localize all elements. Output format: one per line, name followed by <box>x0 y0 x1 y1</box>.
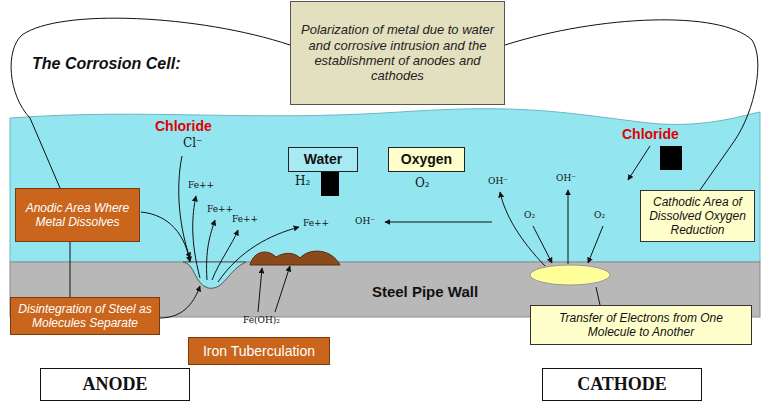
bracket-line <box>505 20 758 190</box>
compound-label: Fe(OH)₂ <box>243 315 280 325</box>
ion-label: O₂ <box>415 176 430 190</box>
chemical-label: Chloride <box>155 118 212 134</box>
ion-arrow <box>533 226 552 263</box>
node-text: Steel Pipe Wall <box>372 283 478 301</box>
ion-arrow <box>500 192 545 266</box>
cathodic-spot <box>530 265 610 285</box>
redaction-block <box>321 172 339 196</box>
redaction-block <box>660 146 682 170</box>
node-text: Disintegration of Steel as Molecules Sep… <box>17 302 153 330</box>
ion-arrow <box>218 227 299 282</box>
leader-arrow <box>141 212 190 262</box>
node-text: Oxygen <box>401 151 452 168</box>
substance-box: Water <box>288 147 358 172</box>
ion-arrow <box>207 220 215 280</box>
substance-box: Oxygen <box>388 147 465 172</box>
callout-box: Disintegration of Steel as Molecules Sep… <box>10 297 160 335</box>
callout-box: Anodic Area Where Metal Dissolves <box>15 188 140 242</box>
bracket-line <box>11 18 290 188</box>
node-text: Polarization of metal due to water and c… <box>299 22 496 83</box>
ion-label: Cl⁻ <box>183 136 202 150</box>
water-region <box>10 109 760 262</box>
ion-label: OH⁻ <box>556 173 576 183</box>
ion-arrow <box>385 222 492 223</box>
ion-label: O₂ <box>524 210 535 220</box>
callout-box: Iron Tuberculation <box>188 337 330 365</box>
leader-arrow <box>275 266 290 312</box>
diagram-title: The Corrosion Cell: <box>32 55 180 73</box>
ion-label: OH⁻ <box>488 176 508 186</box>
ion-arrow <box>568 190 569 264</box>
node-text: Transfer of Electrons from One Molecule … <box>537 311 745 339</box>
ion-label: Fe++ <box>207 204 233 214</box>
leader-arrow <box>628 146 650 180</box>
ion-arrow <box>588 226 603 263</box>
leader-line <box>596 287 600 305</box>
chemical-label: Chloride <box>622 126 679 142</box>
node-text: Water <box>304 151 342 168</box>
ion-label: H₂ <box>295 174 310 188</box>
ion-label: Fe++ <box>303 218 329 228</box>
node-text: CATHODE <box>577 374 667 395</box>
ion-arrow <box>193 196 200 278</box>
ion-label: Fe++ <box>232 214 258 224</box>
ion-label: Fe++ <box>188 180 214 190</box>
ion-label: OH⁻ <box>355 216 375 226</box>
callout-box: Cathodic Area of Dissolved Oxygen Reduct… <box>640 190 755 242</box>
note-box: Polarization of metal due to water and c… <box>290 1 505 105</box>
band-label: Steel Pipe Wall <box>330 279 520 305</box>
node-text: ANODE <box>82 374 147 395</box>
iron-tubercles <box>250 251 340 265</box>
node-text: Anodic Area Where Metal Dissolves <box>22 201 133 229</box>
leader-line <box>70 242 71 297</box>
region-label-box: CATHODE <box>542 368 702 401</box>
node-text: Iron Tuberculation <box>203 343 315 360</box>
callout-box: Transfer of Electrons from One Molecule … <box>530 305 752 345</box>
region-label-box: ANODE <box>40 368 190 401</box>
ion-label: O₂ <box>594 210 605 220</box>
leader-arrow <box>258 268 262 312</box>
leader-arrow <box>160 286 200 318</box>
node-text: Cathodic Area of Dissolved Oxygen Reduct… <box>647 195 748 237</box>
